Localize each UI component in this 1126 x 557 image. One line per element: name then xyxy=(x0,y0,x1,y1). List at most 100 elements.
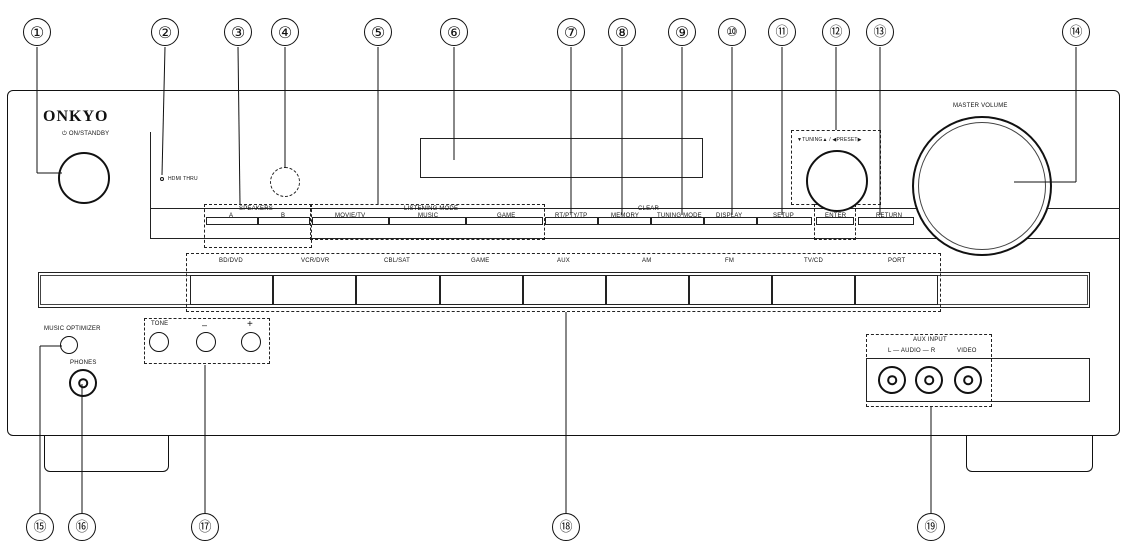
source-button-bd-dvd[interactable] xyxy=(190,275,273,305)
callout-17: ⑰ xyxy=(191,513,219,541)
memory-label: MEMORY xyxy=(611,213,640,219)
phones-jack[interactable] xyxy=(69,369,97,397)
power-label: ⏻ ON/STANDBY xyxy=(62,131,110,137)
aux-audio-label: L — AUDIO — R xyxy=(888,348,936,354)
master-volume-knob-inner xyxy=(918,122,1046,250)
tone-minus-button[interactable] xyxy=(196,332,216,352)
brand-logo: ONKYO xyxy=(43,108,109,125)
source-label-tv-cd: TV/CD xyxy=(804,258,823,264)
right-foot xyxy=(966,436,1093,472)
callout-18: ⑱ xyxy=(552,513,580,541)
music-button[interactable] xyxy=(389,217,466,225)
memory-button[interactable] xyxy=(598,217,651,225)
callout-9: ⑨ xyxy=(668,18,696,46)
callout-4: ④ xyxy=(271,18,299,46)
display-button[interactable] xyxy=(704,217,757,225)
source-label-vcr-dvr: VCR/DVR xyxy=(301,258,330,264)
source-buttons-frame xyxy=(186,253,941,312)
speaker-b-label: B xyxy=(281,213,286,219)
callout-3: ③ xyxy=(224,18,252,46)
callout-13: ⑬ xyxy=(866,18,894,46)
aux-input-label: AUX INPUT xyxy=(913,337,947,343)
callout-19: ⑲ xyxy=(917,513,945,541)
source-button-game[interactable] xyxy=(440,275,523,305)
speaker-a-button[interactable] xyxy=(206,217,258,225)
speaker-b-button[interactable] xyxy=(258,217,310,225)
hdmi-thru-label: HDMI THRU xyxy=(168,176,198,182)
callout-7: ⑦ xyxy=(557,18,585,46)
aux-audio-l-jack[interactable] xyxy=(878,366,906,394)
callout-5: ⑤ xyxy=(364,18,392,46)
source-label-aux: AUX xyxy=(557,258,570,264)
tuning-mode-button[interactable] xyxy=(651,217,704,225)
music-optimizer-label: MUSIC OPTIMIZER xyxy=(44,326,101,332)
rt-pty-tp-label: RT/PTY/TP xyxy=(555,213,588,219)
tone-button[interactable] xyxy=(149,332,169,352)
callout-16: ⑯ xyxy=(68,513,96,541)
source-button-tv-cd[interactable] xyxy=(772,275,855,305)
game-mode-label: GAME xyxy=(497,213,516,219)
tuning-mode-label: TUNING MODE xyxy=(657,213,702,219)
display-window xyxy=(420,138,703,178)
callout-6: ⑥ xyxy=(440,18,468,46)
callout-2: ② xyxy=(151,18,179,46)
speakers-title: SPEAKERS xyxy=(239,206,273,212)
source-button-port[interactable] xyxy=(855,275,938,305)
tone-plus-label: + xyxy=(247,319,254,330)
aux-input-frame xyxy=(866,334,992,407)
clear-label: CLEAR xyxy=(638,206,660,212)
tone-label: TONE xyxy=(151,321,169,327)
power-button[interactable] xyxy=(58,152,110,204)
source-button-cbl-sat[interactable] xyxy=(356,275,440,305)
music-optimizer-button[interactable] xyxy=(60,336,78,354)
panel-inner-top-left xyxy=(150,132,151,238)
hdmi-thru-indicator xyxy=(160,177,164,181)
callout-10: ⑩ xyxy=(718,18,746,46)
listening-mode-title: LISTENING MODE xyxy=(404,206,459,212)
music-label: MUSIC xyxy=(418,213,439,219)
setup-button[interactable] xyxy=(757,217,812,225)
phones-label: PHONES xyxy=(70,360,97,366)
speakers-group-frame xyxy=(204,204,312,248)
listening-mode-group-frame xyxy=(310,204,545,240)
source-label-port: PORT xyxy=(888,258,906,264)
movie-tv-button[interactable] xyxy=(312,217,389,225)
enter-button[interactable] xyxy=(816,217,854,225)
source-button-fm[interactable] xyxy=(689,275,772,305)
source-button-aux[interactable] xyxy=(523,275,606,305)
aux-video-jack[interactable] xyxy=(954,366,982,394)
source-button-am[interactable] xyxy=(606,275,689,305)
callout-1: ① xyxy=(23,18,51,46)
source-label-game: GAME xyxy=(471,258,490,264)
return-label: RETURN xyxy=(876,213,903,219)
setup-label: SETUP xyxy=(773,213,795,219)
display-label: DISPLAY xyxy=(716,213,743,219)
enter-label: ENTER xyxy=(825,213,847,219)
aux-video-label: VIDEO xyxy=(957,348,977,354)
movie-tv-label: MOVIE/TV xyxy=(335,213,366,219)
callout-14: ⑭ xyxy=(1062,18,1090,46)
callout-11: ⑪ xyxy=(768,18,796,46)
aux-audio-r-jack[interactable] xyxy=(915,366,943,394)
tone-minus-label: – xyxy=(202,320,208,330)
clear-bracket xyxy=(622,208,677,209)
source-label-fm: FM xyxy=(725,258,735,264)
source-button-vcr-dvr[interactable] xyxy=(273,275,356,305)
source-label-cbl-sat: CBL/SAT xyxy=(384,258,410,264)
game-mode-button[interactable] xyxy=(466,217,543,225)
tuning-preset-label: ▼TUNING▲ / ◀PRESET▶ xyxy=(797,137,862,143)
source-label-am: AM xyxy=(642,258,652,264)
callout-8: ⑧ xyxy=(608,18,636,46)
left-foot xyxy=(44,436,169,472)
rt-pty-tp-button[interactable] xyxy=(545,217,598,225)
tone-group-frame xyxy=(144,318,270,364)
return-button[interactable] xyxy=(858,217,914,225)
speaker-a-label: A xyxy=(229,213,234,219)
tone-plus-button[interactable] xyxy=(241,332,261,352)
callout-15: ⑮ xyxy=(26,513,54,541)
tuning-preset-knob[interactable] xyxy=(806,150,868,212)
source-label-bd-dvd: BD/DVD xyxy=(219,258,243,264)
callout-12: ⑫ xyxy=(822,18,850,46)
button-strip-bottom xyxy=(150,238,1120,239)
